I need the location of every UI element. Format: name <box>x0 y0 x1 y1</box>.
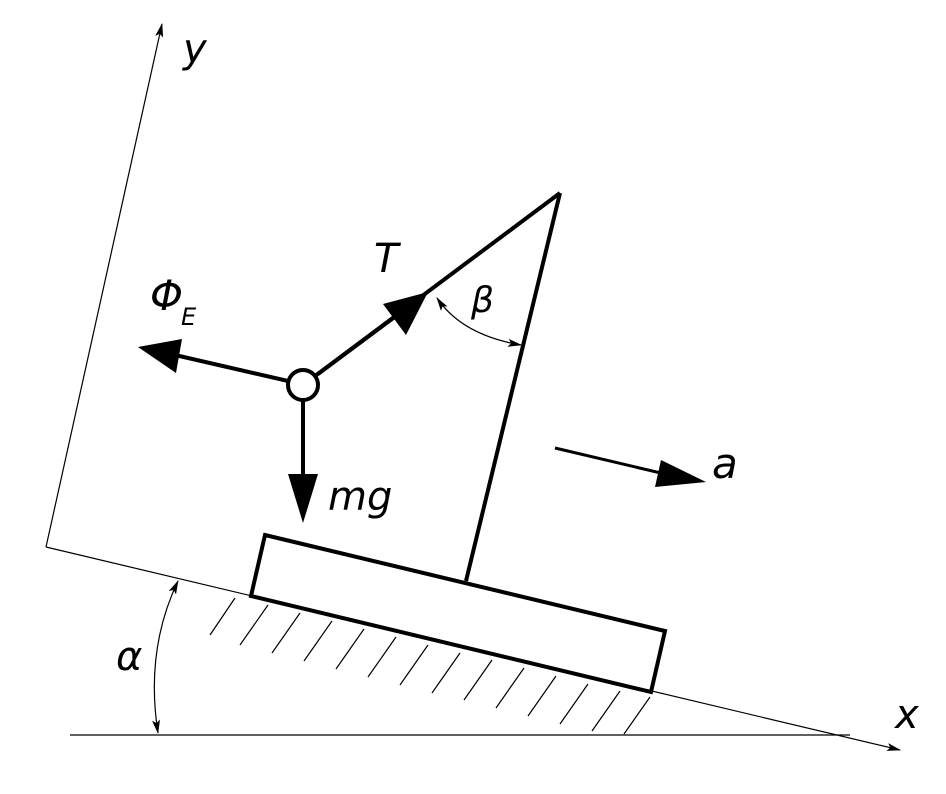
ground-hatching <box>209 597 651 735</box>
inertial-force-arrow <box>138 339 289 383</box>
acceleration-label: a <box>712 439 738 488</box>
weight-arrow <box>288 400 318 523</box>
beta-angle-label: β <box>470 280 494 321</box>
y-axis <box>45 23 164 548</box>
tension-arrow <box>316 292 428 376</box>
cart-block <box>248 532 668 695</box>
y-axis-label: y <box>182 26 208 72</box>
inertial-force-label: Φ <box>150 271 183 320</box>
beta-angle-arc <box>436 297 522 347</box>
x-axis-label: x <box>893 692 919 738</box>
acceleration-arrow <box>554 446 706 487</box>
alpha-angle-label: α <box>116 634 142 680</box>
mast <box>464 192 562 582</box>
alpha-angle-arc <box>152 580 179 734</box>
inertial-force-subscript: E <box>181 303 197 331</box>
tension-label: T <box>374 236 402 282</box>
weight-label: mg <box>328 474 392 520</box>
mass-point <box>286 368 320 402</box>
